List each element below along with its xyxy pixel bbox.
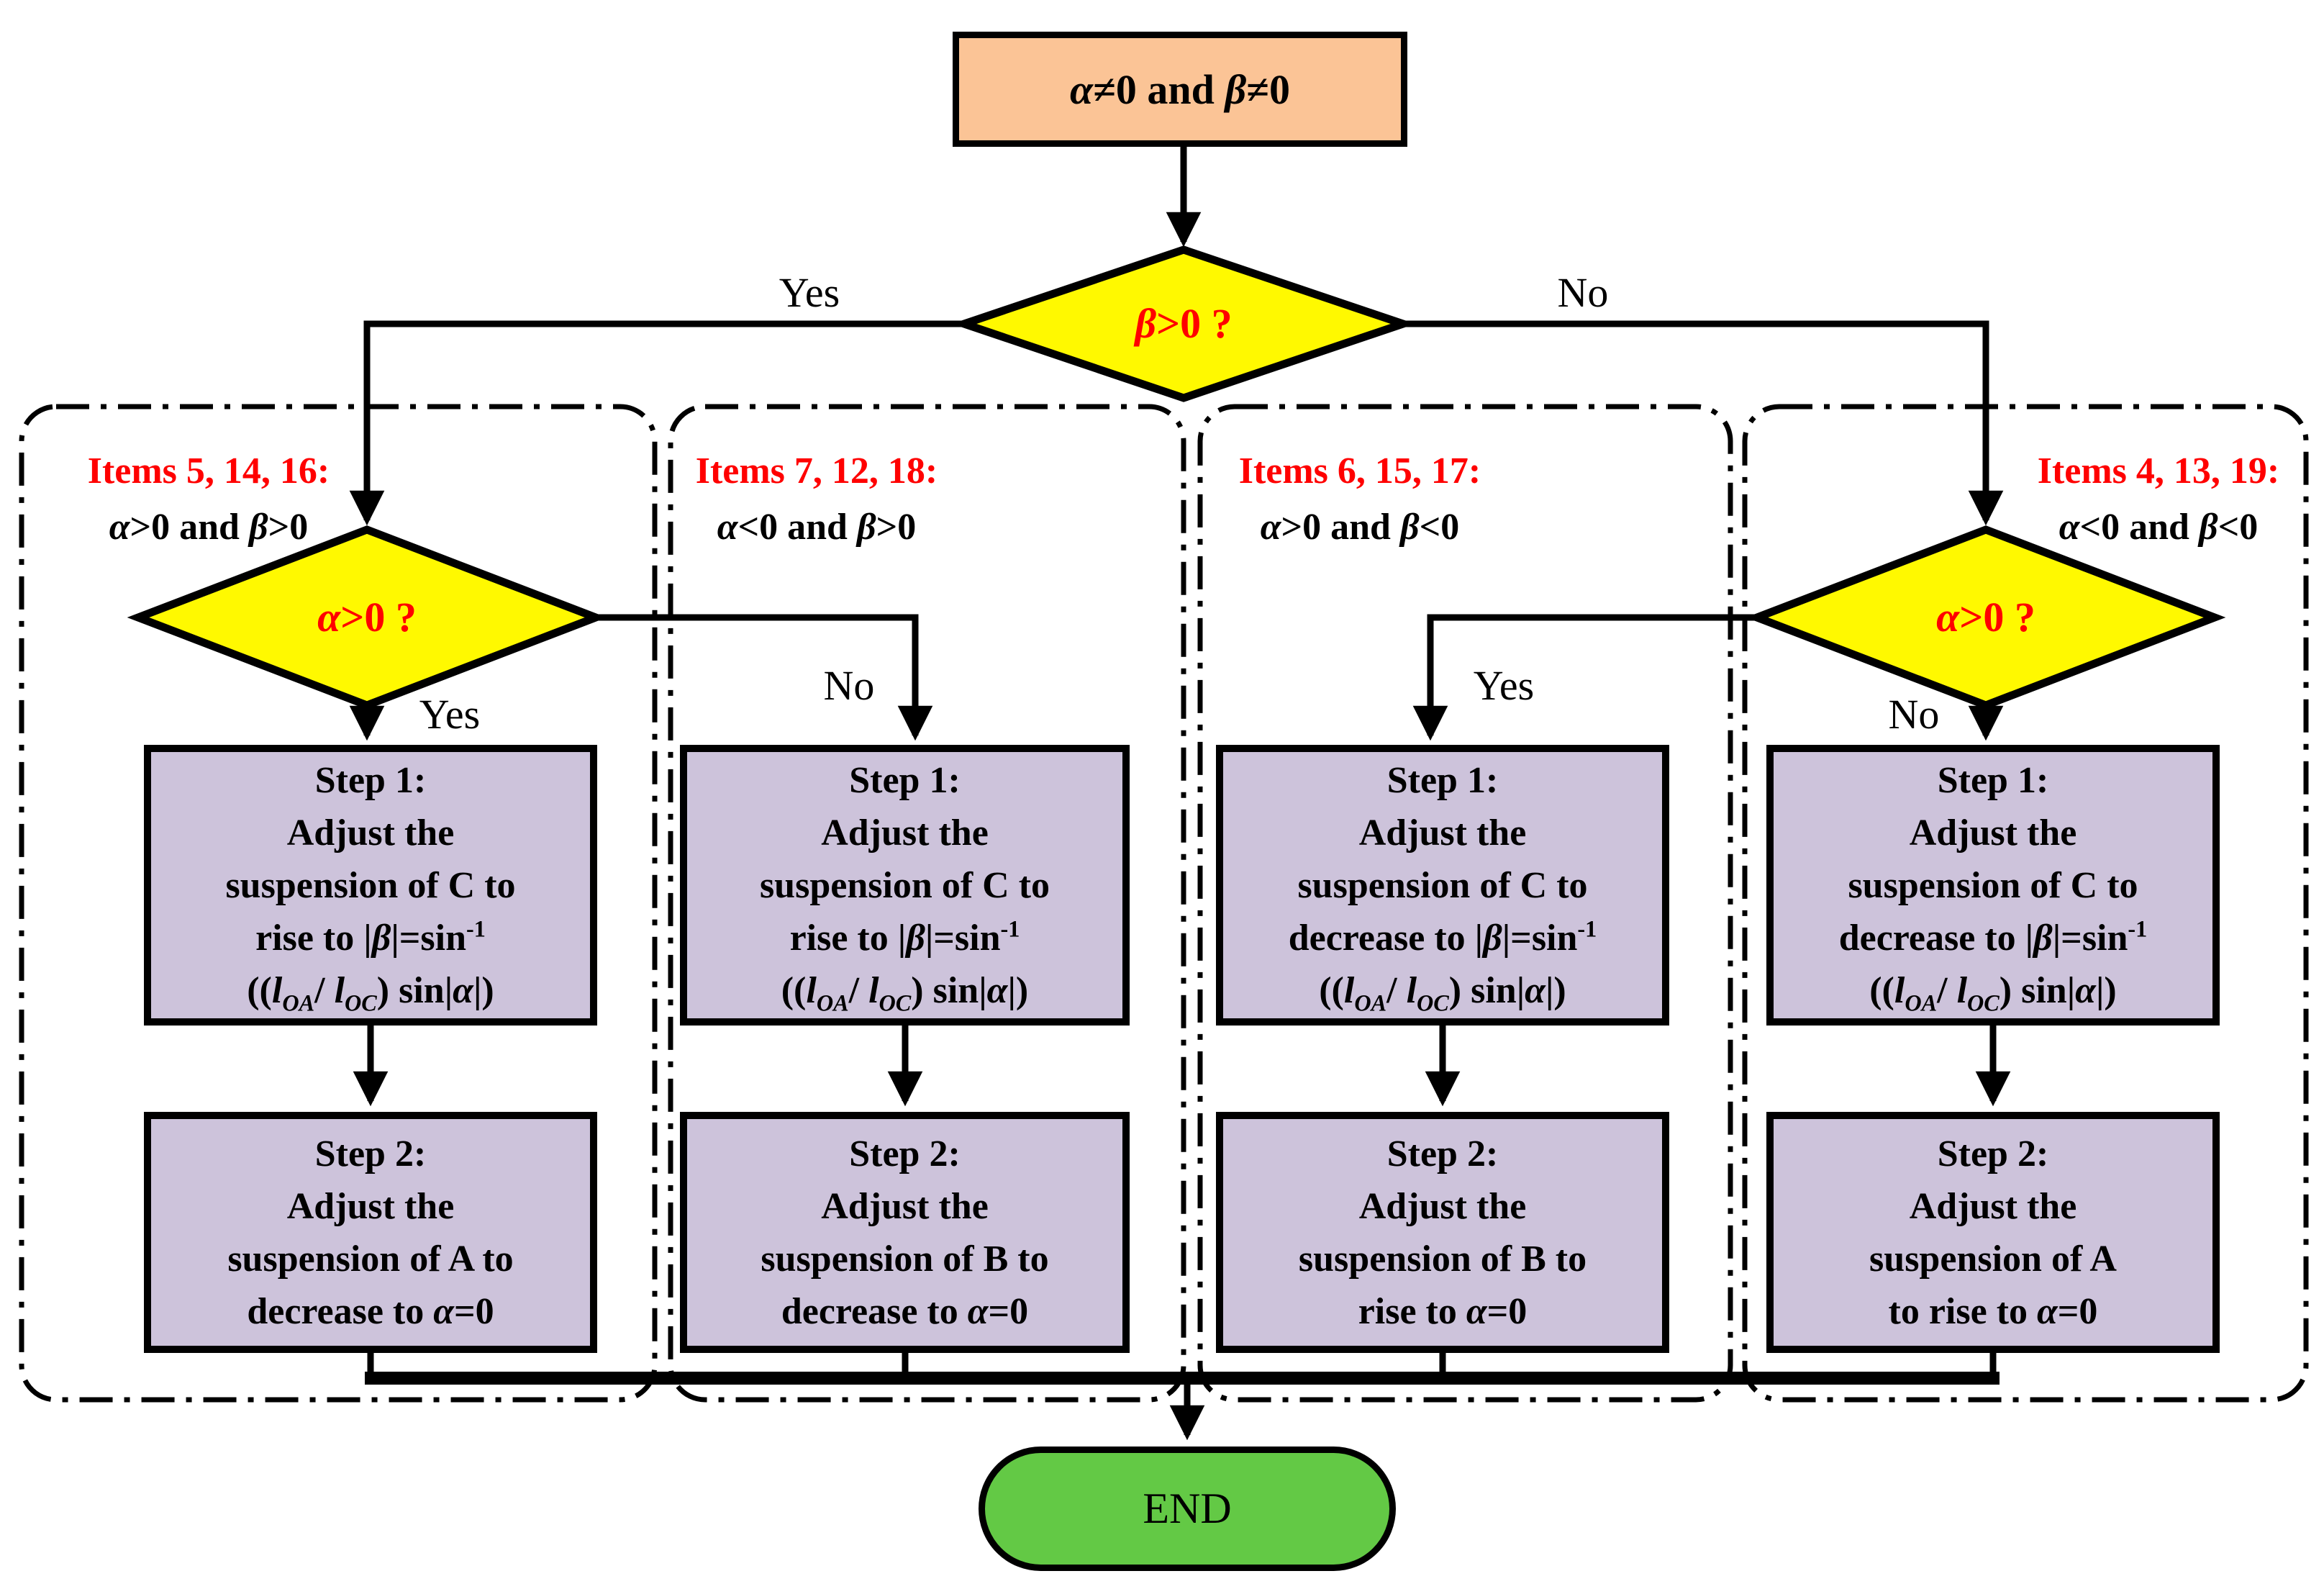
alpha-right-no-label: No [1888,691,1940,738]
branch-4-items-label: Items 4, 13, 19: [2037,451,2280,492]
alpha-left-no-connector [596,614,933,741]
branch-3-condition-label: α>0 and β<0 [1260,507,1460,548]
beta-no-connector [1403,320,2004,526]
end-node-label: END [1143,1485,1232,1532]
branch-1-header: Items 5, 14, 16: α>0 and β>0 [14,443,403,556]
branch-3-container [1197,404,1733,1403]
beta-no-label: No [1557,269,1609,316]
branch-3-header: Items 6, 15, 17: α>0 and β<0 [1166,443,1554,556]
start-node: α≠0 and β≠0 [953,32,1407,147]
alpha-left-decision-label: α>0 ? [317,594,417,640]
branch-1-items-label: Items 5, 14, 16: [87,451,330,492]
alpha-left-decision-diamond [127,525,607,710]
beta-decision-label: β>0 ? [1135,300,1233,347]
start-node-label: α≠0 and β≠0 [1069,65,1290,113]
branch-2-container [668,404,1186,1403]
branch-4-condition-label: α<0 and β<0 [2059,507,2259,548]
alpha-right-decision-label: α>0 ? [1936,594,2035,640]
alpha-right-decision-diamond [1746,525,2226,710]
branch-1-condition-label: α>0 and β>0 [109,507,309,548]
branch-2-items-label: Items 7, 12, 18: [695,451,938,492]
beta-yes-connector [349,320,964,526]
beta-yes-label: Yes [779,269,840,316]
end-node: END [979,1447,1396,1571]
branch-4-header: Items 4, 13, 19: α<0 and β<0 [1964,443,2324,556]
beta-decision-diamond [951,245,1416,402]
branch-3-items-label: Items 6, 15, 17: [1238,451,1481,492]
branch-2-header: Items 7, 12, 18: α<0 and β>0 [622,443,1011,556]
branch-1-container [19,404,658,1403]
alpha-right-yes-label: Yes [1473,662,1535,709]
alpha-left-yes-label: Yes [419,691,481,738]
alpha-left-no-label: No [823,662,875,709]
alpha-right-yes-connector [1412,614,1757,741]
branch-2-condition-label: α<0 and β>0 [717,507,917,548]
branch-4-container [1742,404,2309,1403]
